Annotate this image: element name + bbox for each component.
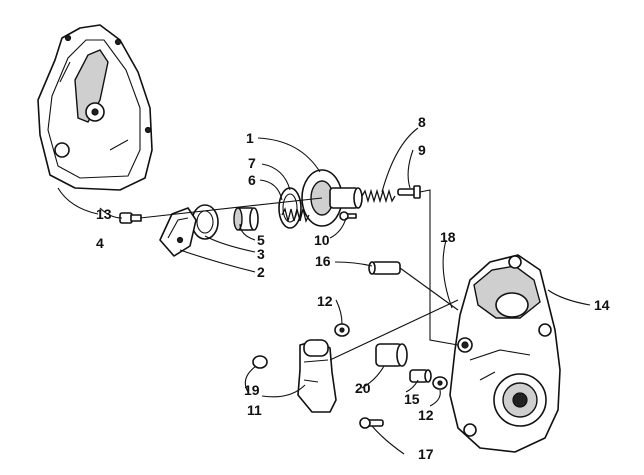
callout-6: 6: [248, 172, 256, 188]
leader-lines: [57, 127, 591, 455]
part-7-gasket: [278, 187, 302, 229]
callout-10: 10: [314, 232, 330, 248]
callout-11: 11: [247, 402, 262, 418]
callout-3: 3: [257, 246, 265, 262]
callout-19: 19: [244, 382, 260, 398]
callout-12-lower: 12: [418, 407, 434, 423]
part-19-nut: [252, 355, 268, 369]
callout-4: 4: [96, 235, 104, 251]
part-10-screw: [339, 211, 357, 221]
callout-14: 14: [594, 297, 610, 313]
part-12-nut-lower: [432, 376, 448, 390]
callout-16: 16: [315, 253, 331, 269]
callout-12-upper: 12: [317, 293, 333, 309]
callout-1: 1: [246, 130, 254, 146]
callout-13: 13: [96, 206, 112, 222]
callout-5: 5: [257, 232, 265, 248]
part-5-bushing: [233, 207, 259, 231]
part-12-nut-upper: [334, 323, 350, 337]
callout-2: 2: [257, 264, 265, 280]
part-11-bracket: [297, 339, 337, 413]
part-16-shaft: [368, 261, 401, 275]
callout-17: 17: [418, 446, 434, 462]
part-17-bolt: [359, 417, 384, 429]
callout-20: 20: [355, 380, 371, 396]
part-20-bushing: [375, 343, 408, 367]
callout-labels: 1 2 3 4 5 6 7 8 9 10 11 12 12 13 14 15 1…: [96, 114, 610, 462]
part-6-spring: [281, 207, 310, 223]
part-13-case-cover: [37, 24, 153, 191]
callout-7: 7: [248, 155, 256, 171]
assembly-guide-lines: [139, 189, 459, 361]
callout-8: 8: [418, 114, 426, 130]
part-8-spring: [361, 188, 396, 204]
callout-18: 18: [440, 229, 456, 245]
part-9-pin: [397, 185, 421, 199]
part-14-gear-case-housing: [449, 254, 561, 453]
callout-9: 9: [418, 142, 426, 158]
part-15-spacer: [409, 369, 432, 383]
callout-15: 15: [404, 391, 420, 407]
part-4-bolt: [119, 212, 142, 224]
